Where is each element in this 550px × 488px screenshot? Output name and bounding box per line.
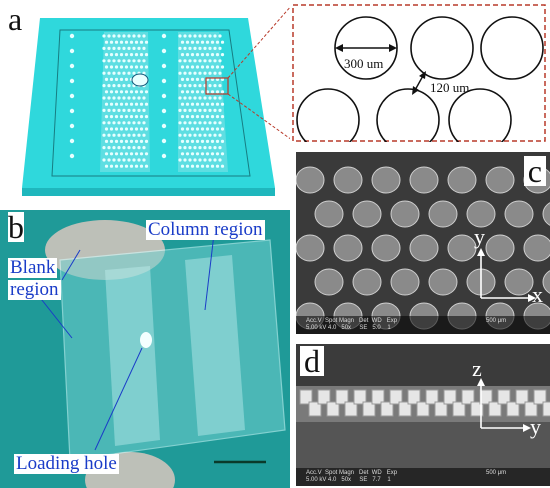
sem-info-row1: Acc.V Spot Magn Det WD Exp <box>306 318 398 324</box>
chip-photo <box>33 220 286 488</box>
panel-b: b Column region Blank region Loading hol… <box>0 210 290 488</box>
column-region-label: Column region <box>146 219 265 240</box>
panel-d: z y Acc.V Spot Magn Det WD Exp 5.00 kV 4… <box>296 344 550 486</box>
sem-scale-label-d: 500 μm <box>486 470 507 476</box>
sem-info-row1-d: Acc.V Spot Magn Det WD Exp <box>306 470 398 476</box>
blank-region-label-2: region <box>8 279 61 300</box>
panel-a: a <box>0 0 290 200</box>
sem-info-bar: Acc.V Spot Magn Det WD Exp 5.00 kV 4.0 5… <box>296 316 550 334</box>
chip-render <box>22 6 290 196</box>
blank-region-label-1: Blank <box>8 257 58 278</box>
sem-info-bar-d: Acc.V Spot Magn Det WD Exp 5.00 kV 4.0 5… <box>296 468 550 486</box>
panel-c-label: c <box>523 155 546 187</box>
column-array <box>69 33 225 168</box>
axis-arrows-c <box>477 248 536 302</box>
axis-x-label: x <box>532 282 543 307</box>
sem-info-row2-d: 5.00 kV 4.0 50x SE 7.7 1 <box>306 477 391 483</box>
axis-arrows-d <box>477 378 531 432</box>
inset-schematic <box>292 4 546 142</box>
axis-z-label: z <box>472 356 482 381</box>
spacing-label: 120 um <box>430 80 470 95</box>
loading-hole-label: Loading hole <box>14 453 119 474</box>
axis-y-label-d: y <box>530 414 541 439</box>
sem-info-row2: 5.00 kV 4.0 50x SE 5.0 1 <box>306 325 391 331</box>
panel-b-label: b <box>8 210 24 245</box>
diameter-label: 300 um <box>344 56 384 71</box>
panel-c: y x Acc.V Spot Magn Det WD Exp 5.00 kV 4… <box>296 152 550 334</box>
sem-scale-label: 500 μm <box>486 318 507 324</box>
panel-a-inset: 300 um 120 um <box>292 4 546 142</box>
panel-d-label: d <box>300 345 324 377</box>
panel-a-label: a <box>8 1 23 37</box>
axis-y-label: y <box>474 224 485 249</box>
